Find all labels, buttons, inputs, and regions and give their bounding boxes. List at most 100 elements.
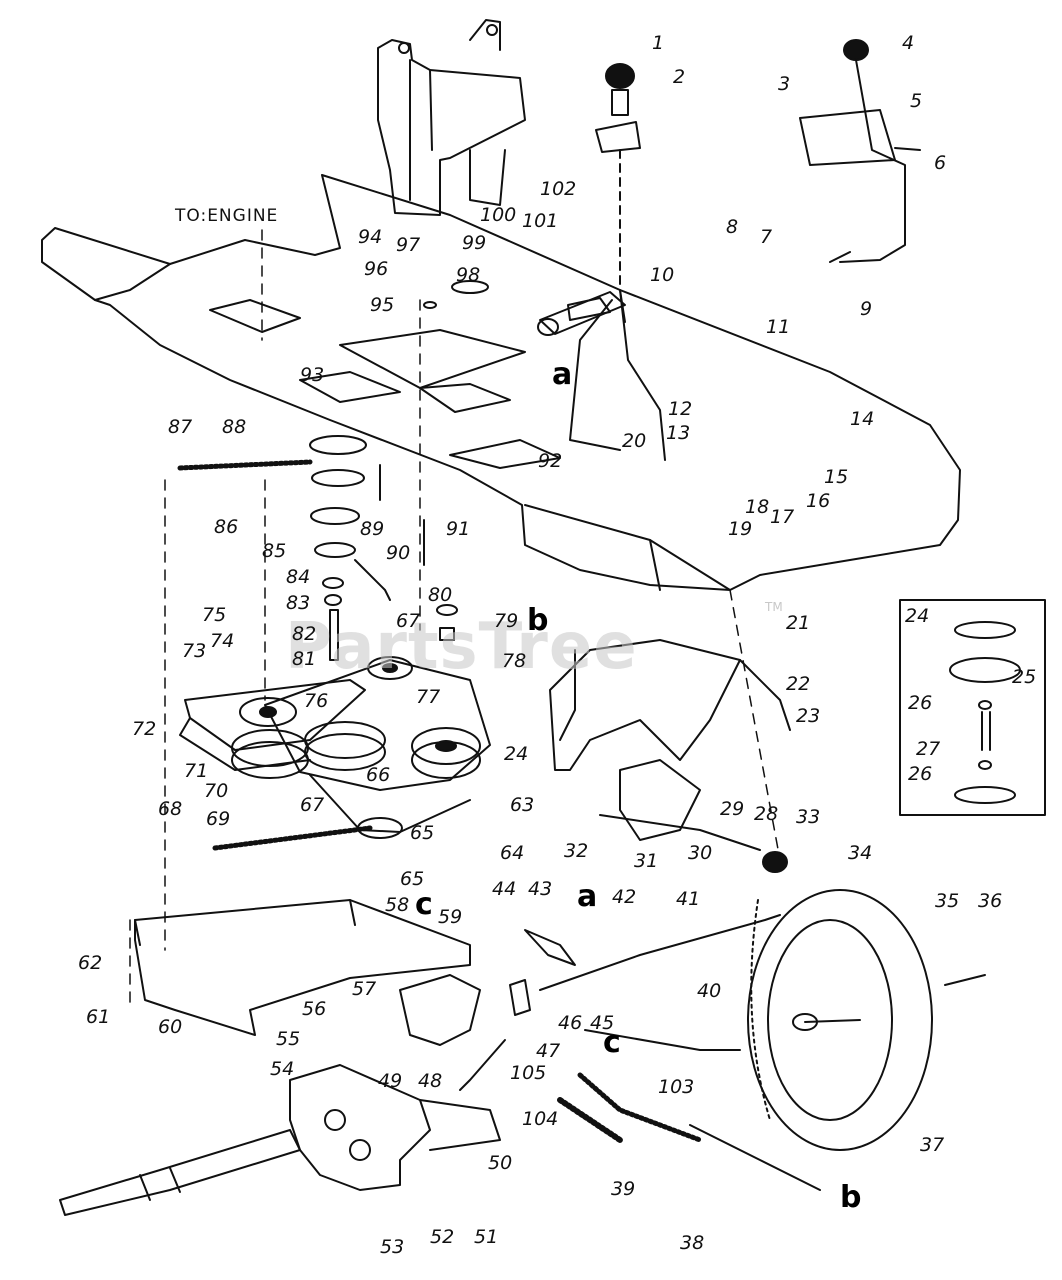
callout-21: 21 [786,612,811,634]
callout-75: 75 [202,604,227,626]
callout-39: 39 [611,1178,636,1200]
callout-69: 69 [206,808,231,830]
callout-43: 43 [528,878,553,900]
callout-27: 27 [916,738,941,760]
pulleys [231,656,491,839]
callout-28: 28 [754,803,779,825]
callout-93: 93 [300,364,325,386]
callout-66: 66 [366,764,391,786]
callout-12: 12 [668,398,693,420]
callout-87: 87 [168,416,193,438]
frame-plate [41,174,961,591]
callout-40: 40 [697,980,722,1002]
callout-10: 10 [650,264,675,286]
idler-bracket [549,639,791,851]
callout-48: 48 [418,1070,443,1092]
callout-32: 32 [564,840,589,862]
callout-5: 5 [910,90,923,112]
callout-56: 56 [302,998,327,1020]
callout-20: 20 [622,430,647,452]
callout-8: 8 [726,216,739,238]
linkage-bracket [399,914,821,1191]
shift-lever [595,63,666,461]
ref-letter-b-lower: b [840,1180,862,1215]
callout-61: 61 [86,1006,111,1028]
callout-36: 36 [978,890,1003,912]
callout-103: 103 [658,1076,695,1098]
callout-35: 35 [935,890,960,912]
callout-72: 72 [132,718,157,740]
callout-31: 31 [634,850,659,872]
callout-25: 25 [1012,666,1037,688]
callout-67-lower: 67 [300,794,325,816]
seat-bracket [377,19,526,216]
handle-92 [537,291,626,451]
callout-42: 42 [612,886,637,908]
callout-19: 19 [728,518,753,540]
callout-91: 91 [446,518,471,540]
callout-15: 15 [824,466,849,488]
ref-letter-b: b [527,603,549,638]
callout-60: 60 [158,1016,183,1038]
callout-78: 78 [502,650,527,672]
assembly-lines [129,229,781,1011]
callout-95: 95 [370,294,395,316]
callout-102: 102 [540,178,577,200]
callout-3: 3 [778,73,791,95]
callout-100: 100 [480,204,517,226]
callout-101: 101 [522,210,559,232]
callout-99: 99 [462,232,487,254]
watermark-tm: TM [765,600,783,614]
callout-38: 38 [680,1232,705,1254]
callout-92: 92 [538,450,563,472]
callout-22: 22 [786,673,811,695]
callout-64: 64 [500,842,525,864]
callout-50: 50 [488,1152,513,1174]
callout-68: 68 [158,798,183,820]
callout-26-inset: 26 [908,692,933,714]
callout-24: 24 [504,743,529,765]
callout-9: 9 [860,298,873,320]
callout-85: 85 [262,540,287,562]
callout-96: 96 [364,258,389,280]
callout-4: 4 [902,32,915,54]
callout-105: 105 [510,1062,547,1084]
callout-46: 46 [558,1012,583,1034]
callout-14: 14 [850,408,875,430]
callout-67: 67 [396,610,421,632]
callout-76: 76 [304,690,329,712]
callout-70: 70 [204,780,229,802]
callout-88: 88 [222,416,247,438]
throttle-control [799,39,921,263]
callout-1: 1 [652,32,665,54]
callout-84: 84 [286,566,311,588]
callout-52: 52 [430,1226,455,1248]
inset-box [899,599,1046,816]
callout-54: 54 [270,1058,295,1080]
transaxle [59,1064,501,1216]
springs [177,459,703,1143]
callout-47: 47 [536,1040,561,1062]
callout-29: 29 [720,798,745,820]
callout-58: 58 [385,894,410,916]
callout-26-inset-lower: 26 [908,763,933,785]
washer-stack [309,435,458,661]
callout-16: 16 [806,490,831,512]
callout-6: 6 [934,152,947,174]
callout-80: 80 [428,584,453,606]
callout-13: 13 [666,422,691,444]
callout-18: 18 [745,496,770,518]
callout-62: 62 [78,952,103,974]
lower-plate [134,899,471,1036]
callout-65-lower: 65 [400,868,425,890]
callout-17: 17 [770,506,795,528]
callout-44: 44 [492,878,517,900]
callout-65: 65 [410,822,435,844]
callout-49: 49 [378,1070,403,1092]
callout-83: 83 [286,592,311,614]
callout-98: 98 [456,264,481,286]
callout-90: 90 [386,542,411,564]
callout-81: 81 [292,648,317,670]
callout-104: 104 [522,1108,559,1130]
